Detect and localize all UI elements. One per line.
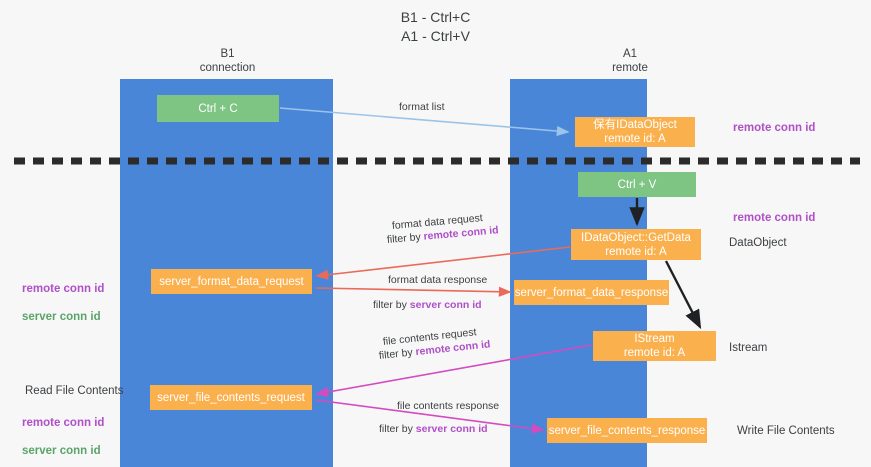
side-label-istream: Istream (729, 342, 768, 354)
side-label-read-file-contents: Read File Contents (25, 385, 124, 397)
filter-prefix: filter by (373, 299, 410, 311)
side-label-remote-conn-id-top: remote conn id (733, 122, 816, 134)
side-label-write-file-contents: Write File Contents (737, 425, 835, 437)
filter-prefix: filter by (378, 346, 417, 362)
arrow-format-data-response (315, 286, 512, 297)
box-idataobject-getdata[interactable]: IDataObject::GetData remote id: A (571, 229, 701, 260)
box-ctrl-v[interactable]: Ctrl + V (578, 172, 696, 197)
side-label-left-remote-conn-id: remote conn id (22, 283, 105, 295)
arrow-getdata-to-istream (664, 260, 702, 330)
edge-label-file-contents-response-filter: filter by server conn id (379, 423, 488, 436)
edge-label-format-data-response-filter: filter by server conn id (373, 299, 482, 312)
box-istream[interactable]: IStream remote id: A (593, 331, 716, 361)
side-label-left-server-conn-id: server conn id (22, 311, 101, 323)
box-server-format-data-request[interactable]: server_format_data_request (151, 269, 312, 294)
edge-label-file-contents-response: file contents response (397, 400, 500, 412)
column-heading-a1: A1 remote (612, 48, 648, 74)
box-ctrl-c[interactable]: Ctrl + C (157, 95, 279, 122)
filter-prefix: filter by (386, 230, 425, 246)
side-label-left-server-conn-id-2: server conn id (22, 445, 101, 457)
side-label-dataobject: DataObject (729, 237, 787, 249)
side-label-left-remote-conn-id-2: remote conn id (22, 417, 105, 429)
filter-prefix: filter by (379, 423, 416, 435)
diagram-title: B1 - Ctrl+C A1 - Ctrl+V (400, 9, 471, 44)
side-label-left-conn-ids-2: remote conn id server conn id (22, 402, 104, 467)
edge-label-format-list: format list (399, 101, 445, 113)
box-server-format-data-response[interactable]: server_format_data_response (514, 280, 669, 305)
box-server-file-contents-response[interactable]: server_file_contents_response (547, 418, 707, 443)
side-label-left-conn-ids: remote conn id server conn id (22, 268, 104, 338)
column-heading-b1: B1 connection (199, 48, 256, 74)
box-server-file-contents-request[interactable]: server_file_contents_request (150, 385, 312, 410)
side-label-remote-conn-id-mid: remote conn id (733, 212, 816, 224)
filter-key: server conn id (409, 299, 482, 311)
edge-label-format-data-response: format data response (388, 274, 488, 286)
box-idataobject[interactable]: 保有IDataObject remote id: A (575, 117, 695, 147)
filter-key: server conn id (415, 423, 488, 435)
